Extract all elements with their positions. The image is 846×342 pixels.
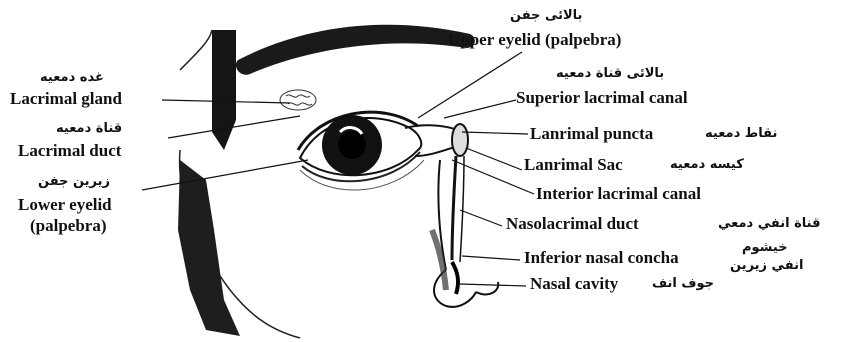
puncta-label: Lanrimal puncta (530, 124, 653, 143)
cheek-shadow (178, 160, 240, 336)
lacrimal-gland-label-fa: غده دمعیه (40, 70, 104, 86)
lacrimal-gland-label: Lacrimal gland (10, 89, 122, 108)
eye-drawing (298, 112, 424, 190)
sac-label: Lanrimal Sac (524, 155, 623, 174)
concha-label-fa-2: انفي زیرین (730, 258, 803, 274)
hair-lock (212, 30, 236, 150)
nasolacrimal-label: Nasolacrimal duct (506, 214, 639, 233)
concha-label: Inferior nasal concha (524, 248, 679, 267)
eyebrow (236, 25, 475, 75)
lower-eyelid-label-fa: زیرین جفن (38, 174, 110, 190)
sac-label-fa: کیسه دمعیه (670, 157, 744, 173)
cavity-label-fa: جوف انف (652, 276, 714, 292)
upper-eyelid-label-fa: بالائی جفن (510, 8, 582, 24)
lower-eyelid-label-line2: (palpebra) (30, 216, 107, 235)
upper-eyelid-label: Upper eyelid (palpebra) (448, 30, 621, 49)
superior-canal-label-fa: بالائی قناة دمعیه (556, 66, 664, 82)
lower-eyelid-label-line1: Lower eyelid (18, 195, 112, 214)
puncta-label-fa: نقاط دمعیه (705, 126, 777, 142)
face-outline (180, 30, 212, 70)
interior-canal-label: Interior lacrimal canal (536, 184, 701, 203)
cavity-label: Nasal cavity (530, 274, 618, 293)
lacrimal-gland-drawing (280, 90, 316, 110)
nasolacrimal-label-fa: قناة انفي دمعي (718, 216, 820, 232)
lacrimal-duct-label-fa: قناة دمعیه (56, 121, 122, 137)
concha-label-fa-1: خیشوم (742, 240, 788, 256)
superior-canal-label: Superior lacrimal canal (516, 88, 688, 107)
lacrimal-duct-label: Lacrimal duct (18, 141, 121, 160)
